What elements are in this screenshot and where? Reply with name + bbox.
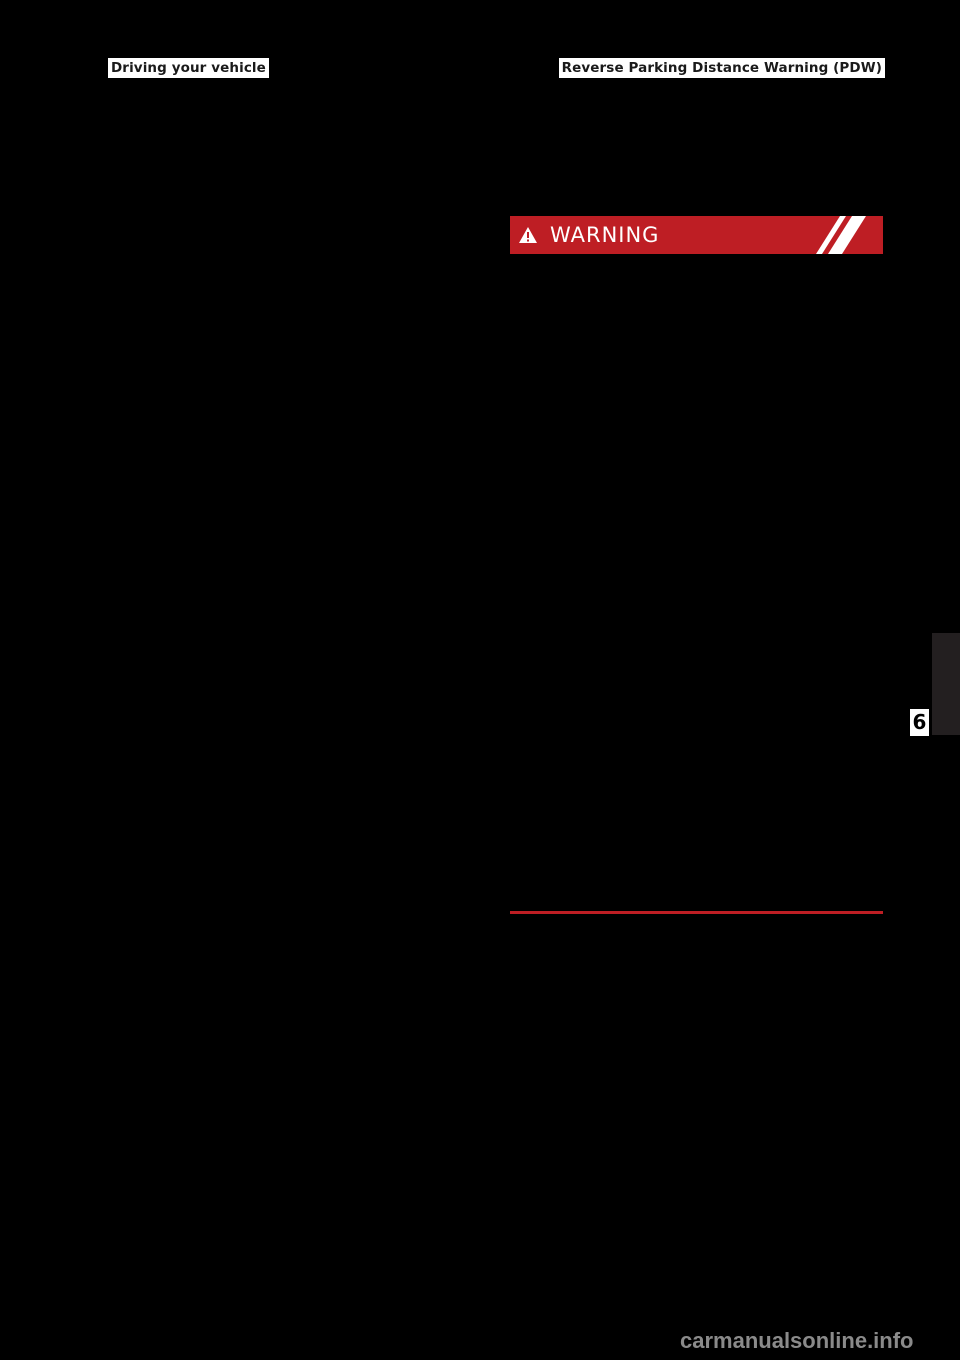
- section-header-title: Driving your vehicle: [108, 58, 269, 78]
- chapter-number: 6: [910, 709, 929, 736]
- warning-banner: WARNING: [510, 216, 883, 254]
- watermark: carmanualsonline.info: [680, 1328, 914, 1353]
- warning-triangle-icon: [518, 226, 538, 244]
- diagonal-stripes-decoration: [813, 216, 883, 254]
- warning-end-rule: [510, 911, 883, 914]
- warning-title: WARNING: [550, 223, 660, 247]
- topic-header-title: Reverse Parking Distance Warning (PDW): [558, 58, 885, 78]
- chapter-tab: [932, 633, 960, 735]
